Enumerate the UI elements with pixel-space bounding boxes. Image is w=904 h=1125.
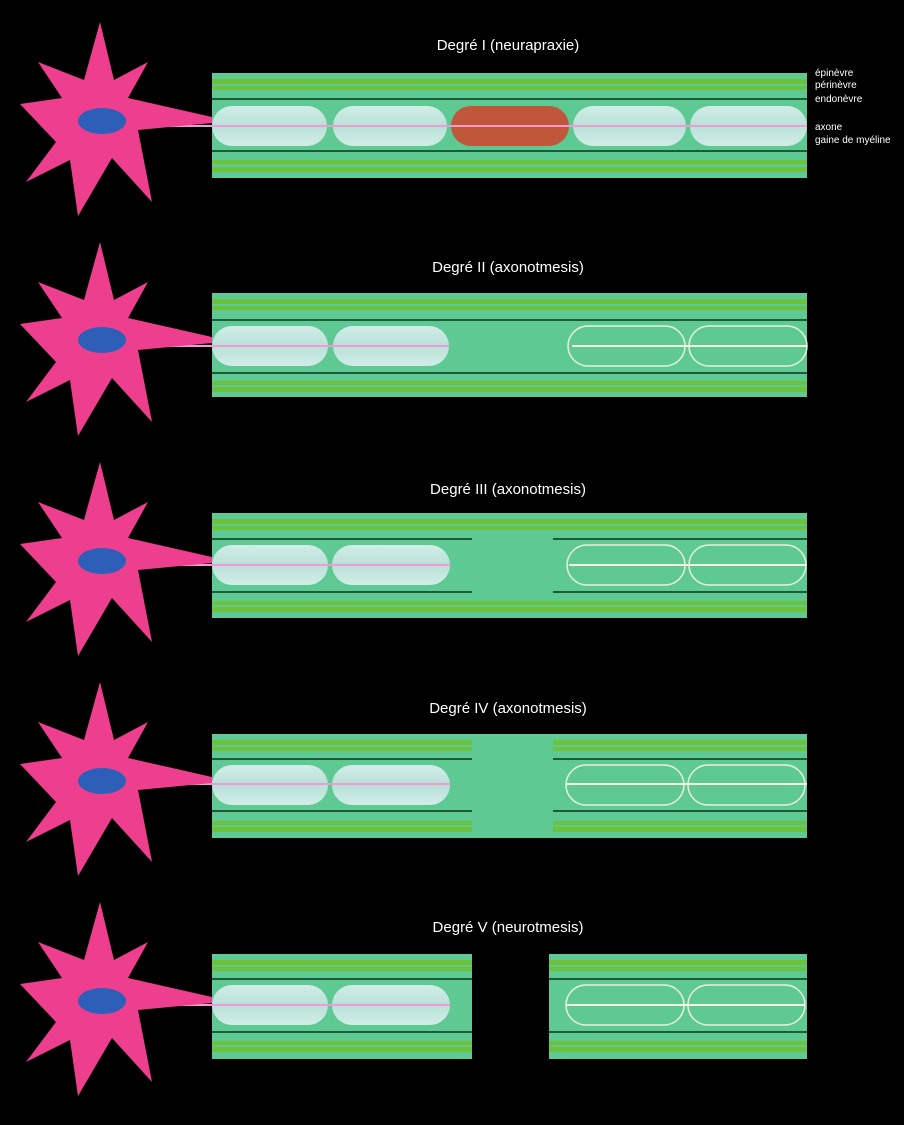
label-myelin: gaine de myéline xyxy=(815,135,891,146)
panel-title: Degré I (neurapraxie) xyxy=(437,37,580,54)
epineurium-band xyxy=(212,79,807,84)
perineurium-band xyxy=(212,160,807,164)
epineurium-band xyxy=(212,827,472,832)
endoneurium-line xyxy=(212,810,472,812)
epineurium-band xyxy=(549,960,807,965)
label-epineurium: épinèvre xyxy=(815,68,854,79)
epineurium-band xyxy=(212,167,807,172)
nucleus xyxy=(78,548,126,574)
nucleus xyxy=(78,108,126,134)
epineurium-band xyxy=(549,1047,807,1052)
endoneurium-line xyxy=(549,978,807,980)
endoneurium-line xyxy=(212,319,807,321)
endoneurium-line xyxy=(212,372,807,374)
epineurium-band xyxy=(553,740,807,745)
endoneurium-line xyxy=(553,810,807,812)
endoneurium-line xyxy=(212,150,807,152)
perineurium-band xyxy=(212,86,807,90)
label-perineurium: périnèvre xyxy=(815,80,857,91)
epineurium-band xyxy=(212,607,807,612)
perineurium-band xyxy=(212,381,807,385)
endoneurium-line xyxy=(549,1031,807,1033)
panel-title: Degré IV (axonotmesis) xyxy=(429,700,587,717)
perineurium-band xyxy=(212,1041,472,1045)
epineurium-band xyxy=(212,519,807,524)
perineurium-band xyxy=(212,601,807,605)
endoneurium-line xyxy=(553,538,807,540)
perineurium-band xyxy=(549,1041,807,1045)
nucleus xyxy=(78,988,126,1014)
endoneurium-line xyxy=(212,538,472,540)
perineurium-band xyxy=(212,821,472,825)
endoneurium-line xyxy=(212,98,807,100)
endoneurium-line xyxy=(212,978,472,980)
perineurium-band xyxy=(212,747,472,751)
perineurium-band xyxy=(553,821,807,825)
perineurium-band xyxy=(212,967,472,971)
epineurium-band xyxy=(212,299,807,304)
epineurium-band xyxy=(212,740,472,745)
nucleus xyxy=(78,768,126,794)
epineurium-band xyxy=(553,827,807,832)
label-endoneurium: endonèvre xyxy=(815,94,863,105)
endoneurium-line xyxy=(212,591,472,593)
epineurium-band xyxy=(212,960,472,965)
epineurium-band xyxy=(212,387,807,392)
nucleus xyxy=(78,327,126,353)
perineurium-band xyxy=(553,747,807,751)
perineurium-band xyxy=(549,967,807,971)
panel-title: Degré II (axonotmesis) xyxy=(432,259,584,276)
perineurium-band xyxy=(212,306,807,310)
endoneurium-line xyxy=(212,758,472,760)
endoneurium-line xyxy=(212,1031,472,1033)
panel-title: Degré V (neurotmesis) xyxy=(433,919,584,936)
panel-title: Degré III (axonotmesis) xyxy=(430,481,586,498)
endoneurium-line xyxy=(553,758,807,760)
endoneurium-line xyxy=(553,591,807,593)
label-axon: axone xyxy=(815,122,843,133)
perineurium-band xyxy=(212,526,807,530)
epineurium-band xyxy=(212,1047,472,1052)
